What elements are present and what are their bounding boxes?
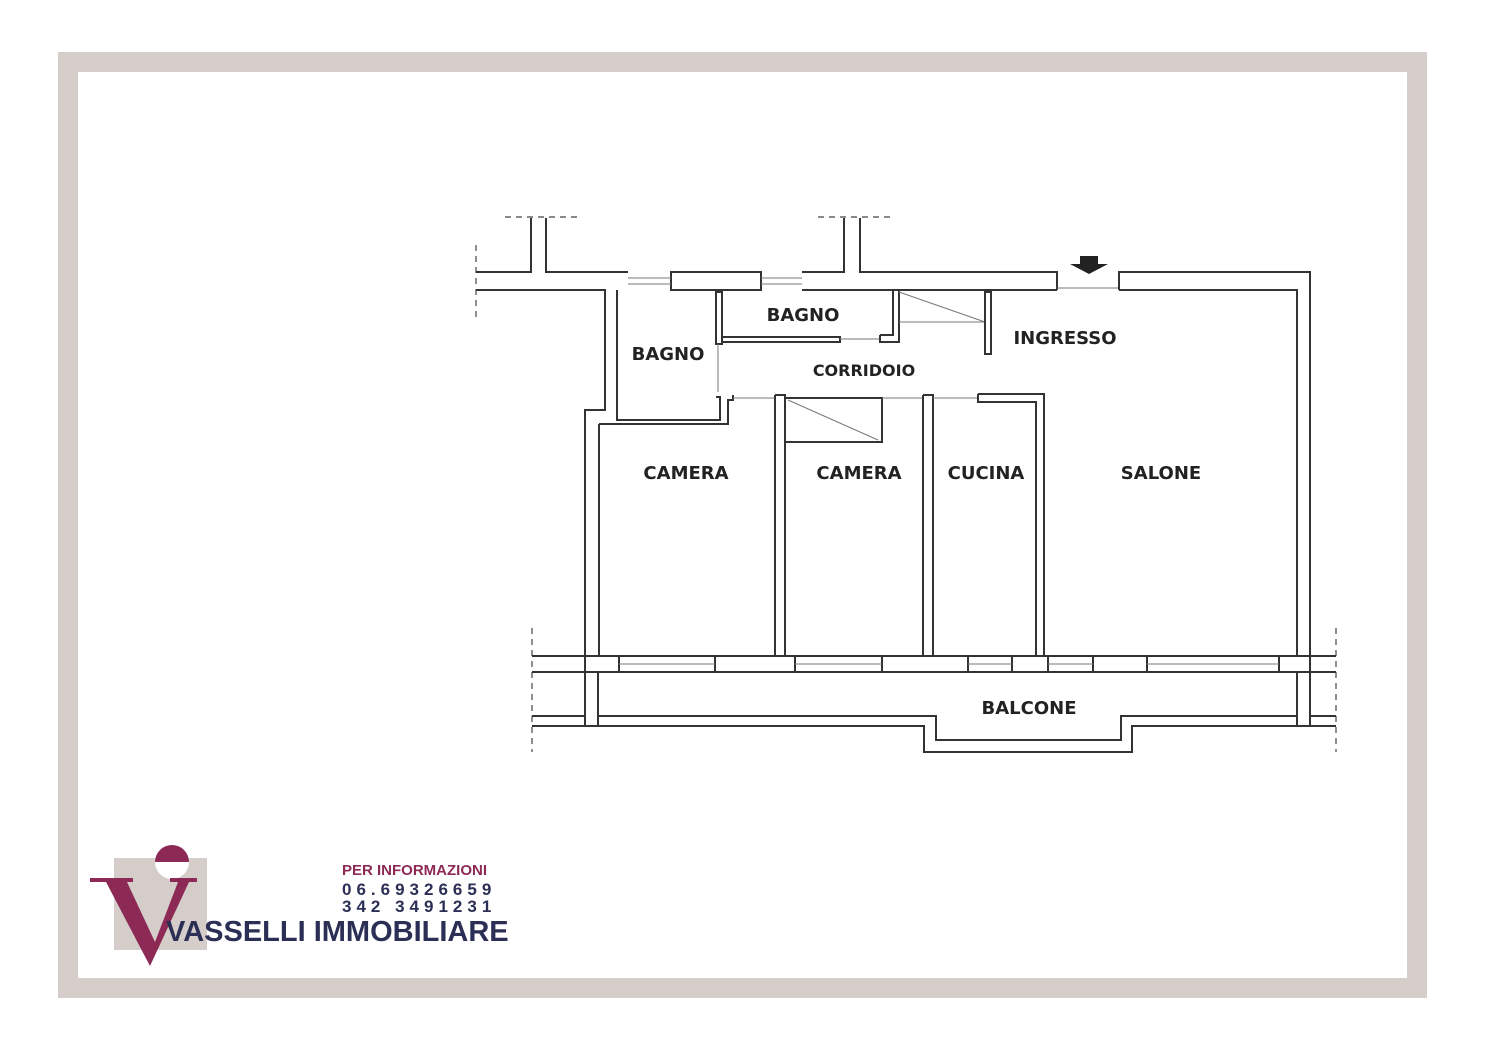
- wall: [670, 271, 762, 291]
- info-title: PER INFORMAZIONI: [342, 862, 487, 879]
- room-label-ingresso: INGRESSO: [1013, 328, 1116, 349]
- wall: [616, 290, 721, 421]
- page-frame: [58, 52, 1427, 998]
- windows: [584, 655, 1311, 673]
- room-label-camera: CAMERA: [643, 463, 728, 484]
- room-label-corridoio: CORRIDOIO: [813, 361, 915, 380]
- wall: [774, 394, 786, 657]
- room-label-balcone: BALCONE: [982, 698, 1077, 719]
- room-label-bagno: BAGNO: [767, 305, 840, 326]
- wall: [545, 218, 628, 273]
- arrow-down-icon: [1070, 256, 1108, 274]
- door-swing: [787, 399, 879, 441]
- room-label-salone: SALONE: [1121, 463, 1201, 484]
- wall: [785, 397, 883, 443]
- wall: [715, 291, 723, 345]
- wall: [984, 291, 992, 355]
- wall: [722, 336, 841, 343]
- wall: [859, 218, 1058, 290]
- pillar: [584, 671, 599, 727]
- door-swing: [898, 291, 986, 323]
- railing: [598, 715, 1297, 741]
- room-label-camera: CAMERA: [816, 463, 901, 484]
- phone-number: 06.69326659: [342, 880, 497, 899]
- wall: [977, 393, 1045, 657]
- wall: [802, 218, 845, 273]
- wall: [476, 218, 532, 273]
- wall: [922, 394, 934, 657]
- page-inner: [78, 72, 1407, 978]
- wall: [1119, 289, 1298, 656]
- wall: [1118, 271, 1311, 656]
- phone-number: 342 3491231: [342, 897, 497, 916]
- railing: [598, 725, 1297, 753]
- wall: [476, 289, 606, 656]
- agency-name: VASSELLI IMMOBILIARE: [166, 916, 509, 948]
- pillar: [1296, 671, 1311, 727]
- room-label-bagno: BAGNO: [632, 344, 705, 365]
- room-label-cucina: CUCINA: [948, 463, 1025, 484]
- wall: [879, 289, 900, 343]
- agency-logo: [90, 845, 207, 966]
